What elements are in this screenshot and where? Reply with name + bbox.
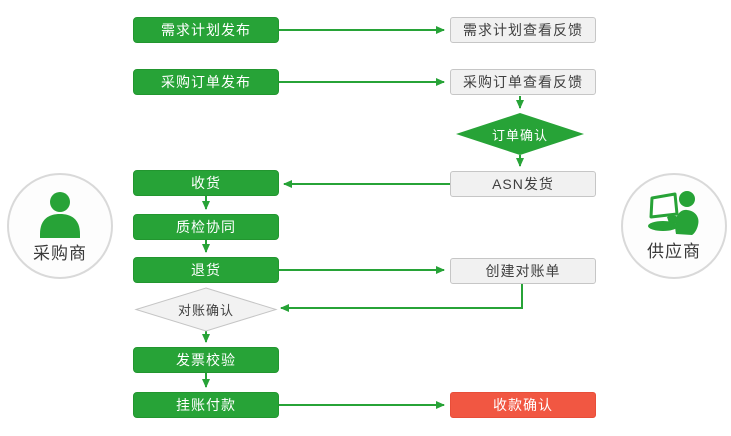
buyer-person-icon <box>40 192 80 238</box>
node-invoice-check: 发票校验 <box>133 347 279 373</box>
node-asn-shipment: ASN发货 <box>450 171 596 197</box>
node-receiving: 收货 <box>133 170 279 196</box>
supplier-person-laptop-icon <box>648 191 699 235</box>
node-purchase-order-publish: 采购订单发布 <box>133 69 279 95</box>
actor-buyer: 采购商 <box>7 173 113 279</box>
node-book-payment: 挂账付款 <box>133 392 279 418</box>
node-returns: 退货 <box>133 257 279 283</box>
actor-supplier: 供应商 <box>621 173 727 279</box>
node-quality-check: 质检协同 <box>133 214 279 240</box>
node-demand-plan-publish: 需求计划发布 <box>133 17 279 43</box>
node-order-confirm: 订单确认 <box>491 127 548 143</box>
node-reconciliation-confirm: 对账确认 <box>177 302 234 318</box>
node-receipt-confirm: 收款确认 <box>450 392 596 418</box>
decision-order-confirm-shape <box>456 113 584 155</box>
node-purchase-order-feedback: 采购订单查看反馈 <box>450 69 596 95</box>
node-demand-plan-feedback: 需求计划查看反馈 <box>450 17 596 43</box>
node-create-statement: 创建对账单 <box>450 258 596 284</box>
actor-buyer-label: 采购商 <box>33 244 87 263</box>
decision-reconciliation-confirm-shape <box>134 287 278 332</box>
arrow-statement-to-reconciliation <box>280 284 523 312</box>
actor-supplier-label: 供应商 <box>647 242 701 261</box>
